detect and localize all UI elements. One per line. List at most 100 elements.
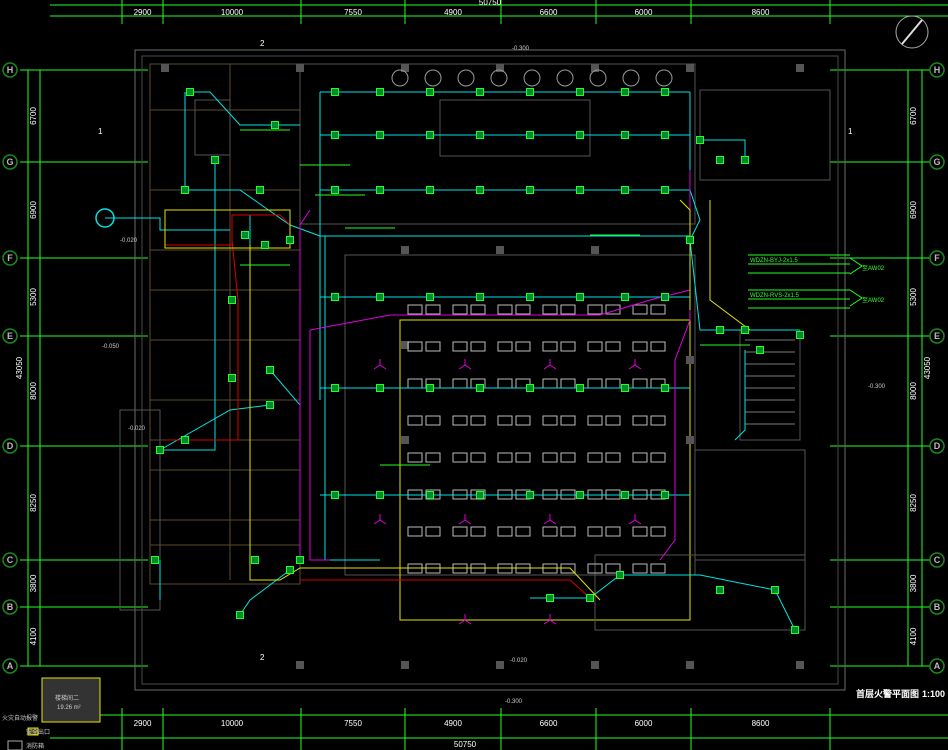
dining-table — [470, 452, 486, 463]
axis-bubble — [2, 250, 18, 266]
smoke-detector-icon — [621, 384, 629, 392]
dining-table — [650, 452, 666, 463]
smoke-detector-icon — [576, 491, 584, 499]
column-dim: 4900 — [444, 719, 462, 728]
speaker-icon — [543, 364, 551, 370]
dining-table — [587, 526, 603, 537]
row-dim: 5300 — [29, 288, 38, 306]
elevation-label: -0.300 — [505, 699, 523, 705]
dining-table — [515, 526, 531, 537]
elevation-label: -0.300 — [512, 46, 530, 52]
axis-label: E — [7, 331, 13, 341]
dining-table — [407, 341, 423, 352]
dining-table — [560, 452, 576, 463]
smoke-detector-icon — [476, 384, 484, 392]
axis-label: H — [7, 65, 14, 75]
smoke-detector-icon — [576, 293, 584, 301]
destination-label: 至AW02 — [862, 265, 885, 272]
smoke-detector-icon — [251, 556, 259, 564]
axis-bubble — [929, 599, 945, 615]
row-dim: 8250 — [909, 494, 918, 512]
row-dim: 3800 — [909, 574, 918, 592]
dining-table — [425, 452, 441, 463]
wire — [239, 569, 291, 616]
stair-label: 楼梯间二 — [55, 694, 79, 702]
dining-table — [515, 415, 531, 426]
north-arrow-icon — [901, 19, 923, 45]
row-dim: 6700 — [909, 107, 918, 125]
dining-table — [470, 341, 486, 352]
dining-table — [587, 563, 603, 574]
column — [686, 436, 694, 444]
axis-label: E — [934, 331, 940, 341]
column-dim: 6000 — [635, 719, 653, 728]
speaker-icon — [373, 364, 381, 370]
wire — [700, 139, 746, 160]
smoke-detector-icon — [331, 384, 339, 392]
dining-table — [560, 526, 576, 537]
axis-label: A — [7, 661, 14, 671]
dining-table — [605, 341, 621, 352]
building-walls — [41, 49, 846, 723]
row-dim: 8000 — [29, 382, 38, 400]
wire — [734, 350, 746, 441]
column — [161, 64, 169, 72]
dining-table — [497, 526, 513, 537]
exit-sign-icon — [27, 727, 39, 736]
speaker-icon — [373, 514, 387, 525]
smoke-detector-icon — [228, 374, 236, 382]
outer-wall — [134, 49, 846, 691]
speaker-icon — [464, 619, 472, 625]
dining-table — [452, 526, 468, 537]
column — [296, 661, 304, 669]
smoke-detector-icon — [376, 88, 384, 96]
dining-table — [632, 415, 648, 426]
smoke-detector-icon — [526, 491, 534, 499]
axis-label: F — [934, 253, 940, 263]
smoke-detector-icon — [296, 556, 304, 564]
dining-table — [497, 378, 513, 389]
smoke-detector-icon — [426, 131, 434, 139]
axis-label: C — [7, 555, 14, 565]
column — [591, 246, 599, 254]
smoke-detector-icon — [426, 88, 434, 96]
wire — [309, 330, 330, 561]
smoke-detector-icon — [376, 131, 384, 139]
kitchen-equipment — [556, 69, 574, 87]
column-dim: 10000 — [221, 8, 244, 17]
row-dim: 4100 — [29, 627, 38, 645]
kitchen-equipment — [457, 69, 475, 87]
smoke-detector-icon — [621, 131, 629, 139]
smoke-detector-icon — [376, 293, 384, 301]
kitchen-equipment — [589, 69, 607, 87]
column — [496, 661, 504, 669]
dining-table — [605, 526, 621, 537]
smoke-detector-icon — [526, 384, 534, 392]
column-dim: 6000 — [635, 8, 653, 17]
smoke-detector-icon — [771, 586, 779, 594]
row-dim: 3800 — [29, 574, 38, 592]
dining-table — [542, 304, 558, 315]
column — [796, 64, 804, 72]
wire — [300, 579, 591, 599]
smoke-detector-icon — [756, 346, 764, 354]
column — [401, 661, 409, 669]
smoke-detector-icon — [526, 186, 534, 194]
inner-wall — [141, 55, 839, 685]
axis-label: D — [7, 441, 14, 451]
column — [686, 661, 694, 669]
speaker-icon — [543, 619, 551, 625]
axis-label: G — [6, 157, 13, 167]
kitchen-equipment — [622, 69, 640, 87]
axis-bubble — [2, 658, 18, 674]
axis-bubble — [929, 154, 945, 170]
speaker-icon — [543, 514, 557, 525]
top-total-dim: 50750 — [479, 0, 502, 7]
axis-bubble — [2, 154, 18, 170]
dining-table — [587, 304, 603, 315]
smoke-detector-icon — [576, 384, 584, 392]
smoke-detector-icon — [286, 566, 294, 574]
dining-table — [515, 304, 531, 315]
alarm-wiring — [95, 91, 863, 631]
